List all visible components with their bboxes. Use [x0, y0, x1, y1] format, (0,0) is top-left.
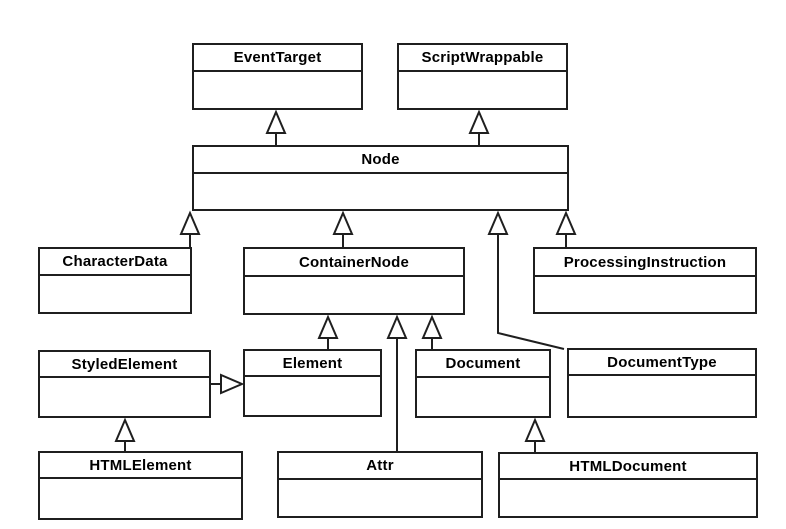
inheritance-arrow-characterdata-to-node — [179, 210, 201, 247]
attributes-compartment — [279, 480, 481, 516]
class-name: ProcessingInstruction — [535, 249, 755, 277]
class-name: StyledElement — [40, 352, 209, 378]
hollow-triangle-arrowhead — [524, 417, 546, 442]
attributes-compartment — [40, 479, 241, 518]
class-box-containernode: ContainerNode — [243, 247, 465, 315]
attributes-compartment — [399, 72, 566, 108]
class-name: Node — [194, 147, 567, 174]
hollow-triangle-arrowhead — [179, 210, 201, 235]
attributes-compartment — [500, 480, 756, 516]
class-box-document: Document — [415, 349, 551, 418]
inheritance-arrow-htmlelement-to-styledelement — [114, 417, 136, 451]
class-box-styledelement: StyledElement — [38, 350, 211, 418]
class-box-attr: Attr — [277, 451, 483, 518]
class-box-documenttype: DocumentType — [567, 348, 757, 418]
class-name: HTMLElement — [40, 453, 241, 479]
inheritance-arrow-node-to-scriptwrappable — [468, 109, 490, 145]
class-name: Attr — [279, 453, 481, 480]
attributes-compartment — [245, 277, 463, 313]
attributes-compartment — [194, 72, 361, 108]
hollow-triangle-arrowhead — [386, 314, 408, 339]
class-name: HTMLDocument — [500, 454, 756, 480]
hollow-triangle-arrowhead — [421, 314, 443, 339]
inheritance-arrow-attr-to-containernode — [386, 314, 408, 451]
class-box-scriptwrappable: ScriptWrappable — [397, 43, 568, 110]
attributes-compartment — [535, 277, 755, 312]
class-name: CharacterData — [40, 249, 190, 276]
class-box-processinginstruction: ProcessingInstruction — [533, 247, 757, 314]
attributes-compartment — [417, 378, 549, 416]
inheritance-arrow-htmldocument-to-document — [524, 417, 546, 452]
class-name: Document — [417, 351, 549, 378]
inheritance-arrow-processinginstruction-to-node — [555, 210, 577, 247]
class-name: Element — [245, 351, 380, 377]
class-box-node: Node — [192, 145, 569, 211]
inheritance-arrow-element-to-containernode — [317, 314, 339, 349]
class-box-characterdata: CharacterData — [38, 247, 192, 314]
class-box-eventtarget: EventTarget — [192, 43, 363, 110]
hollow-triangle-arrowhead — [468, 109, 490, 134]
class-box-htmldocument: HTMLDocument — [498, 452, 758, 518]
attributes-compartment — [40, 378, 209, 416]
inheritance-arrow-document-to-containernode — [421, 314, 443, 349]
hollow-triangle-arrowhead — [332, 210, 354, 235]
class-box-element: Element — [243, 349, 382, 417]
class-box-htmlelement: HTMLElement — [38, 451, 243, 520]
class-name: EventTarget — [194, 45, 361, 72]
hollow-triangle-arrowhead — [487, 210, 509, 235]
inheritance-arrow-documenttype-to-node — [487, 210, 565, 350]
hollow-triangle-arrowhead — [317, 314, 339, 339]
class-name: ContainerNode — [245, 249, 463, 277]
inheritance-arrow-containernode-to-node — [332, 210, 354, 247]
attributes-compartment — [245, 377, 380, 415]
hollow-triangle-arrowhead — [555, 210, 577, 235]
hollow-triangle-arrowhead — [114, 417, 136, 442]
class-name: ScriptWrappable — [399, 45, 566, 72]
class-name: DocumentType — [569, 350, 755, 376]
hollow-triangle-arrowhead — [220, 373, 245, 395]
attributes-compartment — [40, 276, 190, 312]
inheritance-arrow-node-to-eventtarget — [265, 109, 287, 145]
inheritance-arrow-styledelement-to-element — [211, 373, 245, 395]
hollow-triangle-arrowhead — [265, 109, 287, 134]
attributes-compartment — [569, 376, 755, 416]
attributes-compartment — [194, 174, 567, 209]
